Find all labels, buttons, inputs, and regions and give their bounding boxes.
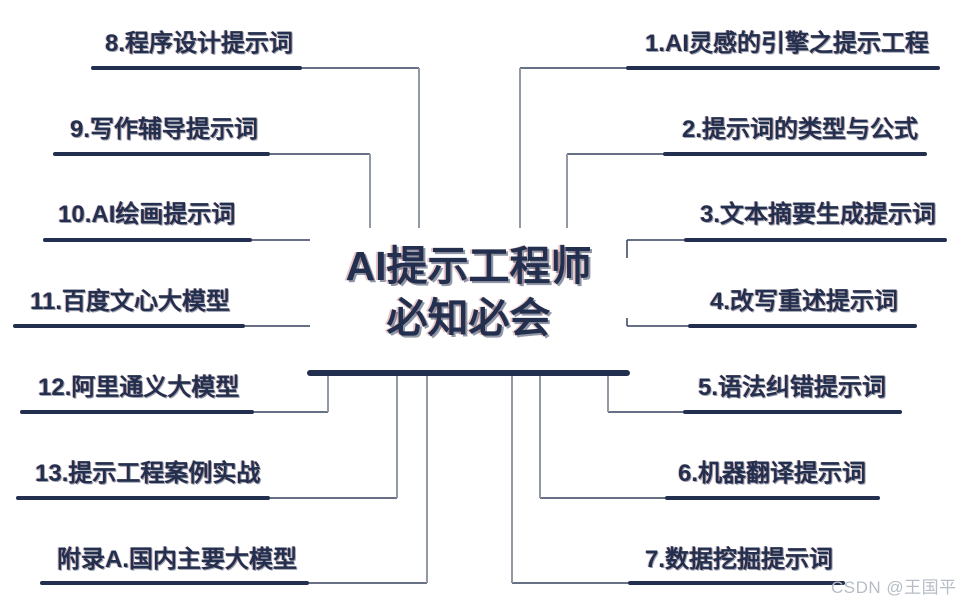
central-topic-line1: AI提示工程师 bbox=[345, 243, 592, 289]
branch-node-5-label: 5.语法纠错提示词 bbox=[698, 374, 887, 401]
branch-node-3[interactable]: 3.文本摘要生成提示词 bbox=[700, 202, 936, 228]
branch-node-3-label: 3.文本摘要生成提示词 bbox=[700, 201, 937, 228]
branch-node-1-label: 1.AI灵感的引擎之提示工程 bbox=[645, 30, 930, 57]
branch-node-A[interactable]: 附录A.国内主要大模型 bbox=[57, 547, 297, 573]
branch-node-12[interactable]: 12.阿里通义大模型 bbox=[38, 375, 239, 401]
branch-node-1[interactable]: 1.AI灵感的引擎之提示工程 bbox=[645, 31, 929, 57]
branch-node-10-label: 10.AI绘画提示词 bbox=[58, 201, 236, 228]
branch-node-2[interactable]: 2.提示词的类型与公式 bbox=[682, 117, 918, 143]
branch-node-13-label: 13.提示工程案例实战 bbox=[35, 460, 261, 487]
branch-node-9[interactable]: 9.写作辅导提示词 bbox=[70, 117, 258, 143]
central-topic-node[interactable]: AI提示工程师 必知必会 bbox=[310, 240, 627, 344]
branch-node-4[interactable]: 4.改写重述提示词 bbox=[710, 289, 898, 315]
branch-node-2-label: 2.提示词的类型与公式 bbox=[682, 116, 919, 143]
branch-node-5[interactable]: 5.语法纠错提示词 bbox=[698, 375, 886, 401]
branch-node-6[interactable]: 6.机器翻译提示词 bbox=[678, 461, 866, 487]
branch-node-6-label: 6.机器翻译提示词 bbox=[678, 460, 867, 487]
branch-node-8-label: 8.程序设计提示词 bbox=[105, 30, 294, 57]
branch-node-A-label: 附录A.国内主要大模型 bbox=[57, 546, 297, 573]
branch-node-12-label: 12.阿里通义大模型 bbox=[38, 374, 240, 401]
branch-node-8[interactable]: 8.程序设计提示词 bbox=[105, 31, 293, 57]
branch-node-4-label: 4.改写重述提示词 bbox=[710, 288, 899, 315]
branch-node-13[interactable]: 13.提示工程案例实战 bbox=[35, 461, 260, 487]
central-topic-line2: 必知必会 bbox=[386, 295, 551, 341]
branch-node-7[interactable]: 7.数据挖掘提示词 bbox=[645, 547, 833, 573]
branch-node-7-label: 7.数据挖掘提示词 bbox=[645, 546, 834, 573]
watermark-text: CSDN @王国平 bbox=[831, 578, 957, 597]
branch-node-10[interactable]: 10.AI绘画提示词 bbox=[58, 202, 235, 228]
branch-node-9-label: 9.写作辅导提示词 bbox=[70, 116, 259, 143]
branch-node-11-label: 11.百度文心大模型 bbox=[30, 288, 231, 315]
branch-node-11[interactable]: 11.百度文心大模型 bbox=[30, 289, 230, 315]
